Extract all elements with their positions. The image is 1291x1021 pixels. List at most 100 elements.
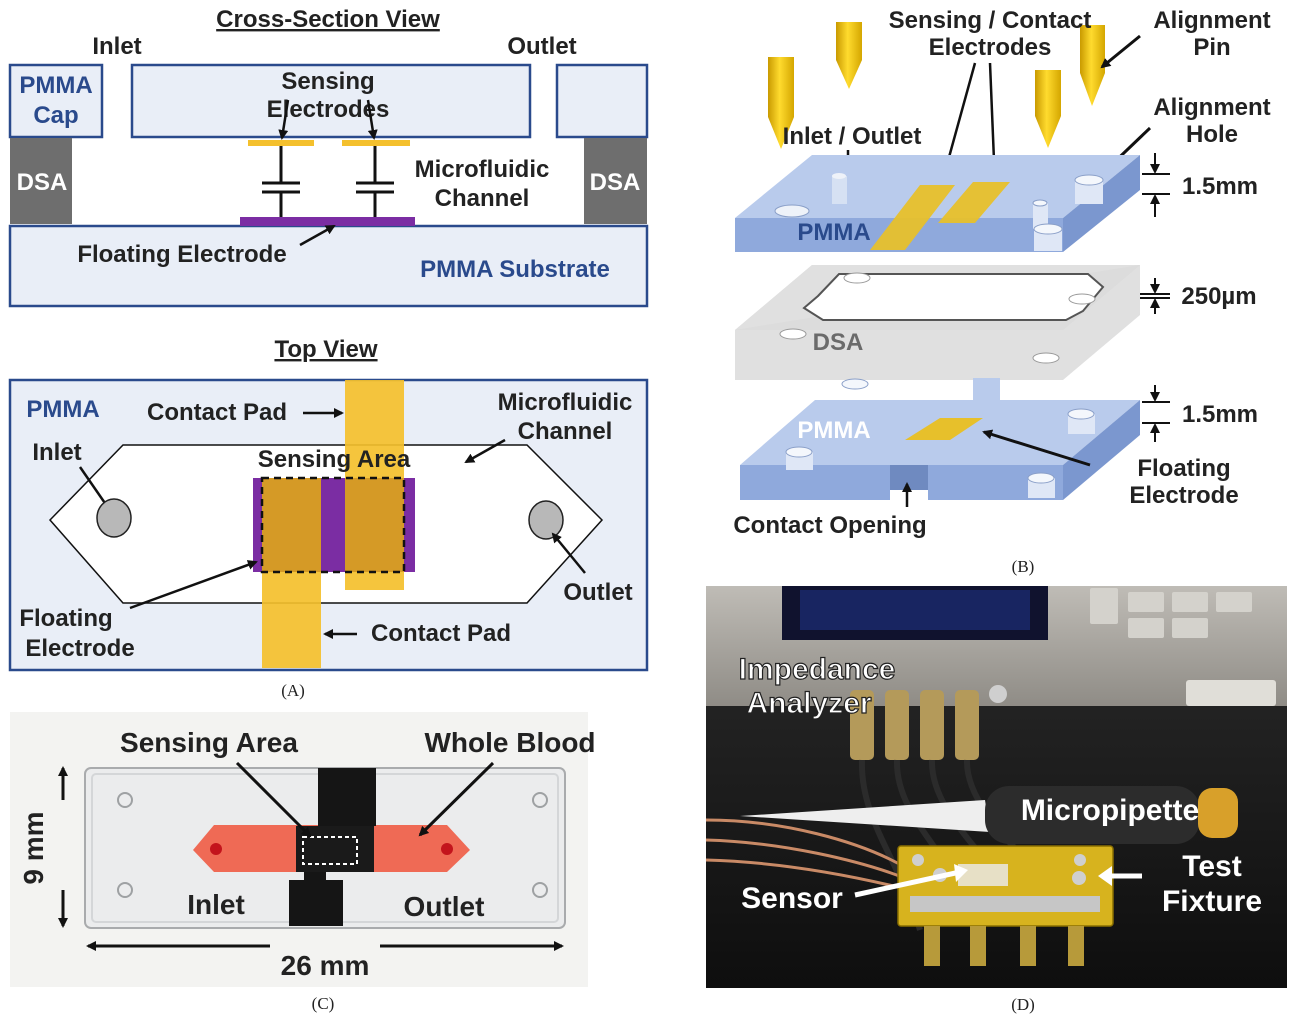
analyzer-key-4	[1216, 592, 1252, 612]
thickness-dsa-label: 250µm	[1181, 283, 1256, 310]
panel-a-top-view: Top View PMMA Contact Pad Microfluidic C…	[8, 336, 649, 700]
panel-a-cross-section: Cross-Section View Inlet Outlet PMMA Cap…	[8, 6, 649, 308]
dim-top	[1142, 153, 1170, 217]
alignment-pin-label-2: Pin	[1193, 34, 1230, 61]
caption-c: (C)	[312, 994, 335, 1013]
sensing-overlap-right	[345, 478, 404, 572]
contact-pad-bottom-label: Contact Pad	[371, 620, 511, 647]
top-floating-label-2: Electrode	[25, 635, 134, 662]
floating-electrode-cross	[240, 217, 415, 226]
pmma-cap-label-2: Cap	[33, 102, 78, 129]
sensing-contact-label-2: Electrodes	[929, 34, 1052, 61]
alignment-pin-1	[768, 57, 794, 149]
inlet-outlet-label: Inlet / Outlet	[783, 123, 922, 150]
coax-cables	[705, 818, 911, 892]
capacitor-right	[356, 146, 394, 218]
alignment-pin-4	[1080, 25, 1105, 106]
analyzer-key-5	[1128, 618, 1164, 638]
test-fixture-label-2: Fixture	[1162, 885, 1262, 918]
alignment-pin-3	[1035, 70, 1061, 148]
microfluidic-channel-label-1: Microfluidic	[415, 156, 550, 183]
pmma-cap-middle	[130, 63, 532, 139]
pmma-cap-left	[8, 63, 104, 139]
impedance-label-2: Analyzer	[746, 687, 871, 720]
c-outlet-dot	[441, 843, 453, 855]
chip-hole-3	[532, 792, 548, 808]
floating-electrode-b-label-2: Electrode	[1129, 482, 1238, 509]
top-inlet-label: Inlet	[32, 439, 81, 466]
sensing-electrode-left	[248, 140, 314, 146]
cross-outlet-label: Outlet	[507, 33, 576, 60]
dsa-right	[584, 138, 647, 224]
test-fixture	[897, 845, 1114, 966]
sensing-electrode-right	[342, 140, 410, 146]
top-pmma-label: PMMA	[797, 219, 870, 246]
floating-electrode-label: Floating Electrode	[77, 241, 286, 268]
whole-blood-arrow	[418, 761, 495, 837]
bottom-pmma-label: PMMA	[797, 417, 870, 444]
thickness-bottom-label: 1.5mm	[1182, 401, 1258, 428]
top-microfluidic-label-2: Channel	[518, 418, 613, 445]
alignment-hole-label-1: Alignment	[1153, 94, 1270, 121]
caption-b: (B)	[1012, 557, 1035, 576]
dsa-right-label: DSA	[590, 169, 641, 196]
c-outlet-label: Outlet	[404, 891, 485, 922]
impedance-label-1: Impedance	[739, 653, 896, 686]
c-sensing-box	[302, 836, 358, 865]
bottom-pmma-layer	[740, 378, 1140, 500]
dsa-left	[10, 138, 72, 224]
sensing-arrow-right	[366, 99, 378, 140]
dim-bottom	[1142, 385, 1170, 442]
floating-electrode-b-arrow	[982, 429, 1091, 467]
top-inlet-hole	[96, 498, 132, 538]
top-floating-label-1: Floating	[19, 605, 112, 632]
sensor-arrow	[854, 869, 961, 898]
sensing-electrodes-label-1: Sensing	[281, 68, 374, 95]
analyzer-connectors	[850, 685, 1007, 760]
panel-d-photo: Impedance Analyzer Micropipette Test Fix…	[705, 586, 1287, 1014]
width-label: 26 mm	[281, 950, 370, 981]
sensing-contact-label-1: Sensing / Contact	[889, 7, 1092, 34]
analyzer-handle	[1186, 680, 1276, 706]
thickness-top-label: 1.5mm	[1182, 173, 1258, 200]
alignment-pin-2	[836, 22, 862, 89]
contact-electrode-bottom	[289, 880, 343, 926]
analyzer-key-1	[1090, 588, 1118, 624]
analyzer-key-2	[1128, 592, 1164, 612]
microfluidic-channel-label-2: Channel	[435, 185, 530, 212]
analyzer-screen-plot	[800, 590, 1030, 630]
c-inlet-dot	[210, 843, 222, 855]
sensor-label: Sensor	[741, 882, 843, 915]
dsa-label: DSA	[813, 329, 864, 356]
pmma-cap-label-1: PMMA	[19, 72, 92, 99]
sensor-arrowhead	[954, 864, 968, 882]
dim-dsa	[1140, 278, 1170, 314]
top-microfluidic-arrow	[464, 438, 506, 464]
floating-electrode-arrow	[299, 224, 336, 247]
top-outlet-hole	[528, 500, 564, 540]
pmma-substrate-label: PMMA Substrate	[420, 256, 610, 283]
c-sensing-arrow	[235, 761, 312, 838]
c-inlet-label: Inlet	[187, 889, 245, 920]
top-pmma-label: PMMA	[26, 396, 99, 423]
top-microfluidic-label-1: Microfluidic	[498, 389, 633, 416]
sensing-area-label: Sensing Area	[258, 446, 411, 473]
pmma-cap-right	[555, 63, 649, 139]
pmma-substrate	[8, 224, 649, 308]
top-pmma-layer	[735, 155, 1140, 252]
sensing-area-box	[260, 476, 406, 574]
analyzer-key-6	[1172, 618, 1208, 638]
cross-section-title: Cross-Section View	[216, 6, 440, 33]
dsa-layer	[735, 265, 1140, 380]
chip-hole-2	[117, 882, 133, 898]
micropipette	[740, 786, 1238, 844]
caption-d: (D)	[1011, 995, 1035, 1014]
alignment-hole-label-2: Hole	[1186, 121, 1238, 148]
capacitor-left	[262, 146, 300, 218]
alignment-pin-arrow	[1100, 34, 1141, 69]
c-sensing-area-label: Sensing Area	[120, 727, 298, 758]
dsa-left-label: DSA	[17, 169, 68, 196]
panel-c-photo: Sensing Area Whole Blood Inlet Outlet 9 …	[10, 712, 596, 1013]
sensing-overlap-left	[262, 478, 321, 572]
sensing-arrow-left	[278, 99, 290, 140]
